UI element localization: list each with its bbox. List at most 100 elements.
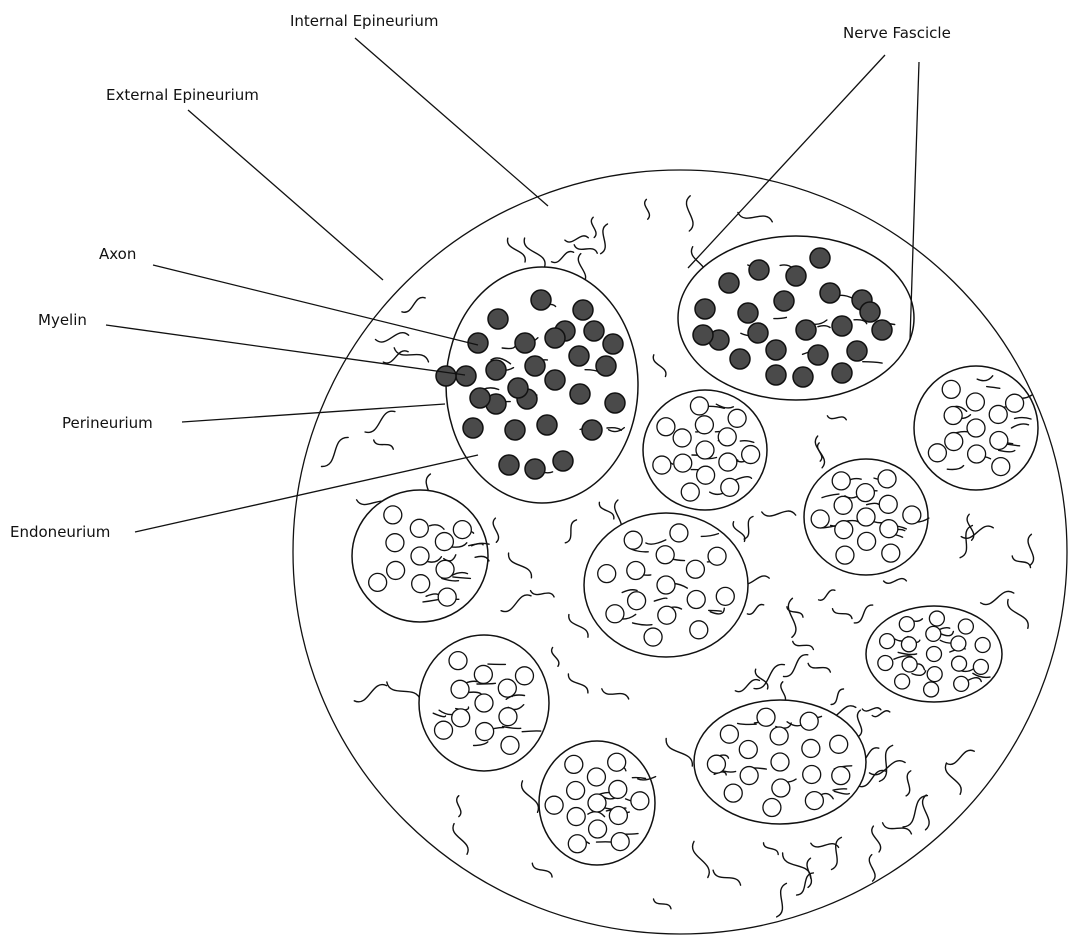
epineurium-fiber xyxy=(827,416,846,420)
axon xyxy=(498,679,516,697)
leader-axon xyxy=(153,265,478,345)
axon xyxy=(763,799,781,817)
axon xyxy=(832,767,850,785)
epineurium-fiber xyxy=(591,217,596,237)
axon xyxy=(766,365,786,385)
axon xyxy=(728,409,746,427)
axon xyxy=(435,533,453,551)
label-nerve-fascicle: Nerve Fascicle xyxy=(843,24,951,42)
axon xyxy=(836,546,854,564)
epineurium-fiber xyxy=(693,841,710,877)
fascicle-far-right xyxy=(866,606,1002,702)
epineurium-fiber xyxy=(784,655,808,677)
axon xyxy=(453,521,471,539)
axon xyxy=(605,393,625,413)
axon xyxy=(690,621,708,639)
epineurium-fiber xyxy=(1028,534,1034,565)
axon xyxy=(719,453,737,471)
label-external-epineurium: External Epineurium xyxy=(106,86,259,104)
epineurium-fiber xyxy=(653,355,666,377)
epineurium-fiber xyxy=(872,826,881,852)
axon xyxy=(929,611,944,626)
axon xyxy=(553,451,573,471)
axon xyxy=(656,546,674,564)
epineurium-fiber xyxy=(946,750,974,764)
axon xyxy=(596,356,616,376)
axon xyxy=(730,349,750,369)
axon xyxy=(942,380,960,398)
axon xyxy=(628,592,646,610)
axon xyxy=(858,532,876,550)
axon xyxy=(474,665,492,683)
axon xyxy=(545,370,565,390)
epineurium-fiber xyxy=(383,351,408,363)
epineurium-fiber xyxy=(493,518,498,542)
axon xyxy=(832,316,852,336)
axon xyxy=(598,565,616,583)
axon xyxy=(570,384,590,404)
axon xyxy=(695,299,715,319)
axon xyxy=(748,323,768,343)
axon xyxy=(696,441,714,459)
epineurium-fiber xyxy=(531,591,555,597)
axon xyxy=(525,459,545,479)
fascicle-dark-left xyxy=(436,267,638,503)
fascicle-mid-right xyxy=(804,459,929,575)
axon xyxy=(609,806,627,824)
axon xyxy=(697,466,715,484)
axon xyxy=(716,587,734,605)
axon xyxy=(545,796,563,814)
axon xyxy=(707,755,725,773)
axon xyxy=(545,328,565,348)
axon xyxy=(802,739,820,757)
axon xyxy=(499,455,519,475)
axon xyxy=(834,496,852,514)
axon xyxy=(606,605,624,623)
epineurium-fiber xyxy=(509,553,532,578)
epineurium-fiber xyxy=(764,843,779,855)
axon xyxy=(793,367,813,387)
axon xyxy=(719,273,739,293)
fascicle-lower-right xyxy=(694,700,866,824)
epineurium-fiber xyxy=(645,199,650,219)
epineurium-fiber xyxy=(869,855,875,882)
axon xyxy=(835,521,853,539)
axon xyxy=(670,524,688,542)
axon xyxy=(658,606,676,624)
epineurium-fiber xyxy=(565,236,588,242)
epineurium-fiber xyxy=(1012,556,1030,568)
axon xyxy=(860,302,880,322)
epineurium-fiber xyxy=(808,663,830,672)
axon xyxy=(624,531,642,549)
axon xyxy=(515,333,535,353)
axon xyxy=(384,506,402,524)
axon xyxy=(412,575,430,593)
epineurium-fiber xyxy=(872,711,890,717)
axon xyxy=(609,780,627,798)
axon xyxy=(475,694,493,712)
axon xyxy=(958,619,973,634)
axon xyxy=(695,416,713,434)
axon xyxy=(505,420,525,440)
epineurium-fiber xyxy=(788,598,796,637)
axon xyxy=(803,765,821,783)
epineurium-fiber xyxy=(960,526,972,558)
axon xyxy=(627,562,645,580)
axon xyxy=(895,674,910,689)
epineurium-fiber xyxy=(811,843,839,847)
axon xyxy=(738,303,758,323)
axon xyxy=(657,576,675,594)
epineurium-fiber xyxy=(686,196,693,231)
epineurium-fiber xyxy=(574,245,597,253)
axon xyxy=(872,320,892,340)
axon xyxy=(740,767,758,785)
axon xyxy=(990,431,1008,449)
axon xyxy=(681,483,699,501)
axon xyxy=(810,248,830,268)
axon xyxy=(452,709,470,727)
axon xyxy=(463,418,483,438)
epineurium-fiber xyxy=(376,333,409,342)
epineurium-fiber xyxy=(832,837,842,869)
axon xyxy=(608,753,626,771)
epineurium-fiber xyxy=(599,502,614,519)
